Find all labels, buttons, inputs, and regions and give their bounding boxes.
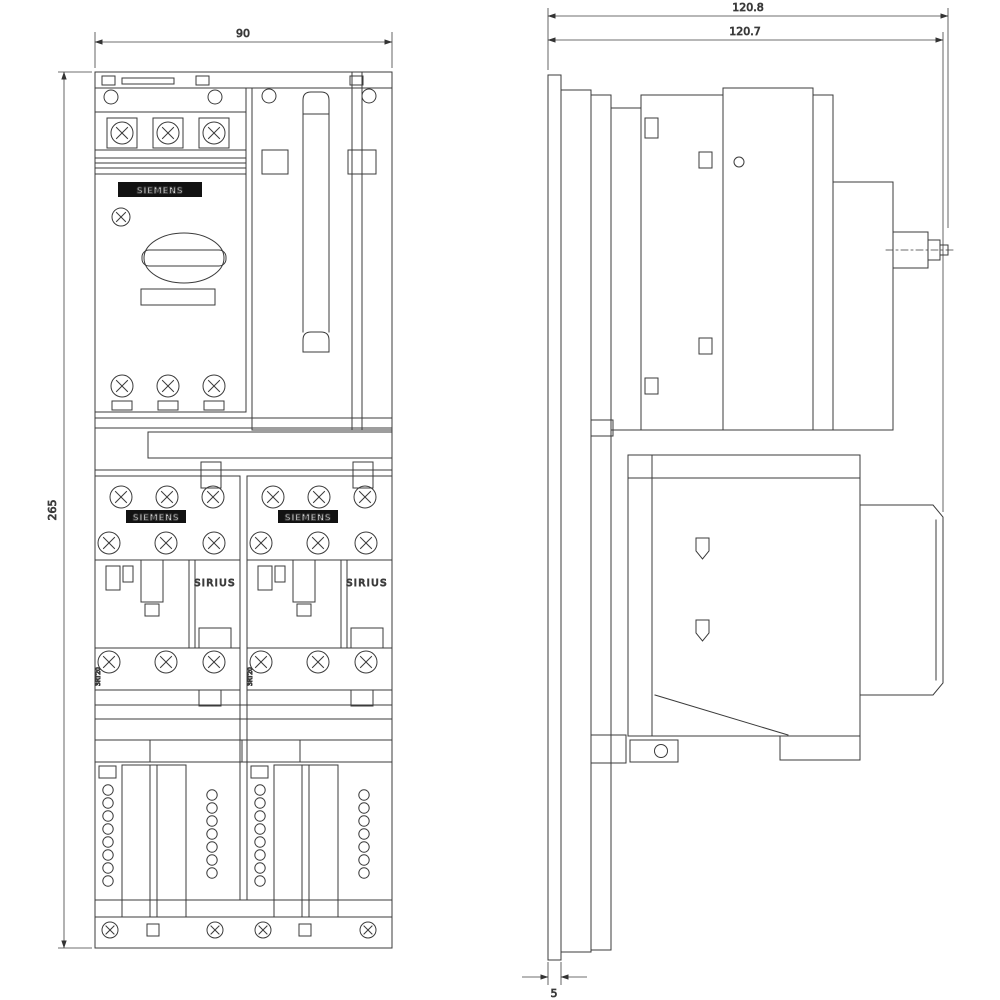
- terminal-section: [94, 689, 393, 939]
- front-dimensions: 90 265: [46, 27, 393, 949]
- side-view: 120.8 120.7 5: [522, 1, 955, 1000]
- contactor-side: [627, 454, 944, 763]
- breaker-brand-badge: [118, 182, 202, 197]
- lower-adapter: [94, 704, 393, 763]
- side-dimensions: 120.8 120.7 5: [522, 1, 949, 1000]
- front-view: 90 265: [46, 27, 393, 949]
- contactor-right: [247, 462, 392, 706]
- terminal-block-left: [99, 765, 217, 917]
- breaker-window: [140, 288, 216, 306]
- contactor-left: [95, 462, 240, 706]
- dim-depth-device-label: 120.7: [729, 25, 761, 38]
- handle-shaft-side: [885, 231, 955, 269]
- dim-width-label: 90: [236, 27, 250, 40]
- mounting-channel: [251, 71, 393, 431]
- upper-adapter: [94, 417, 393, 471]
- clip-marker: [695, 619, 710, 642]
- clip-marker: [695, 537, 710, 560]
- circuit-breaker-front: SIEMENS: [94, 87, 247, 413]
- breaker-brand-label: SIEMENS: [137, 187, 184, 197]
- dim-depth-total-label: 120.8: [732, 1, 764, 14]
- circuit-breaker-side: [610, 87, 955, 431]
- dim-offset-label: 5: [551, 987, 558, 1000]
- rotary-handle: [141, 232, 227, 284]
- terminal-block-right: [251, 765, 369, 917]
- dim-height-label: 265: [46, 500, 59, 521]
- mounting-plate-side: [547, 74, 627, 961]
